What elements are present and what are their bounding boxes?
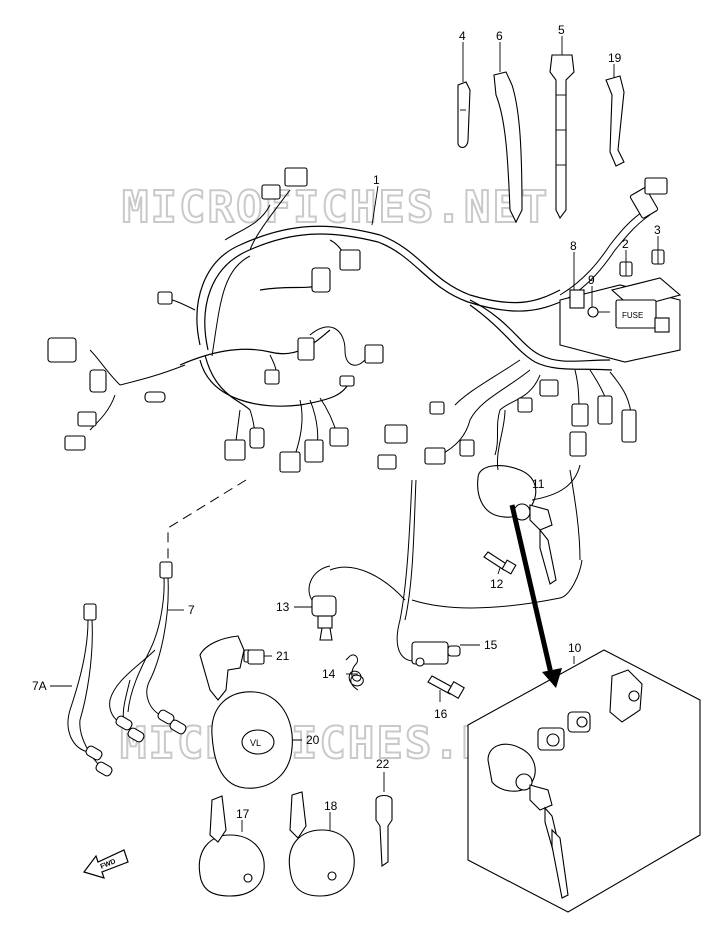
clamp-19 — [605, 75, 625, 167]
part-labels: 1 2 3 4 5 6 7 7A 8 9 10 11 12 13 14 15 1… — [32, 23, 661, 821]
bolt-12 — [483, 551, 517, 575]
label-18: 18 — [324, 799, 338, 813]
ignition-switch-11[interactable] — [477, 409, 581, 585]
horn-cover-20[interactable]: VL — [211, 691, 293, 789]
pointer-arrowhead — [542, 668, 562, 688]
horn-badge: VL — [250, 738, 261, 748]
label-7: 7 — [188, 603, 195, 617]
cable-tie-6 — [493, 71, 523, 224]
label-19: 19 — [608, 51, 622, 65]
label-9: 9 — [588, 273, 595, 287]
label-14: 14 — [322, 667, 336, 681]
cable-tie-5 — [549, 54, 575, 220]
label-1: 1 — [373, 173, 380, 187]
label-21: 21 — [276, 649, 290, 663]
horn-bracket — [199, 635, 261, 701]
label-8: 8 — [570, 239, 577, 253]
horn-17[interactable] — [198, 795, 265, 897]
callout-lines — [50, 36, 659, 832]
sub-harness-7a[interactable] — [67, 603, 113, 777]
bolt-21 — [247, 649, 265, 665]
lock-set-pointer — [509, 504, 555, 679]
fwd-arrow-icon: FWD — [83, 849, 129, 879]
lock-set-10[interactable] — [467, 649, 701, 913]
neutral-switch-13[interactable] — [311, 595, 337, 641]
label-22: 22 — [376, 757, 390, 771]
label-5: 5 — [558, 23, 565, 37]
sub-harness-link — [167, 479, 247, 560]
label-16: 16 — [434, 707, 448, 721]
label-12: 12 — [490, 577, 504, 591]
horn-18[interactable] — [288, 791, 355, 897]
label-4: 4 — [459, 29, 466, 43]
fuse-2 — [619, 261, 633, 277]
label-6: 6 — [496, 29, 503, 43]
label-11: 11 — [532, 477, 545, 491]
screw-9 — [587, 306, 610, 318]
spring-14 — [345, 654, 364, 691]
label-15: 15 — [484, 638, 498, 652]
clamp-4 — [457, 81, 471, 149]
harness-connectors — [47, 167, 668, 473]
label-10: 10 — [568, 641, 582, 655]
sub-harness-7[interactable] — [109, 561, 188, 743]
brake-switch-15[interactable] — [411, 641, 461, 667]
label-20: 20 — [306, 733, 320, 747]
label-2: 2 — [622, 237, 629, 251]
label-17: 17 — [236, 807, 250, 821]
bolt-16 — [427, 675, 465, 699]
key-22 — [375, 794, 393, 867]
fuse-3 — [651, 249, 665, 265]
label-13: 13 — [276, 600, 290, 614]
switch-wires — [308, 469, 583, 662]
watermark-top: MICROFICHES.NET — [122, 182, 549, 233]
fuse-box[interactable]: FUSE — [559, 277, 682, 363]
label-7a: 7A — [32, 679, 47, 693]
label-3: 3 — [654, 223, 661, 237]
fuse-box-label: FUSE — [622, 311, 643, 320]
